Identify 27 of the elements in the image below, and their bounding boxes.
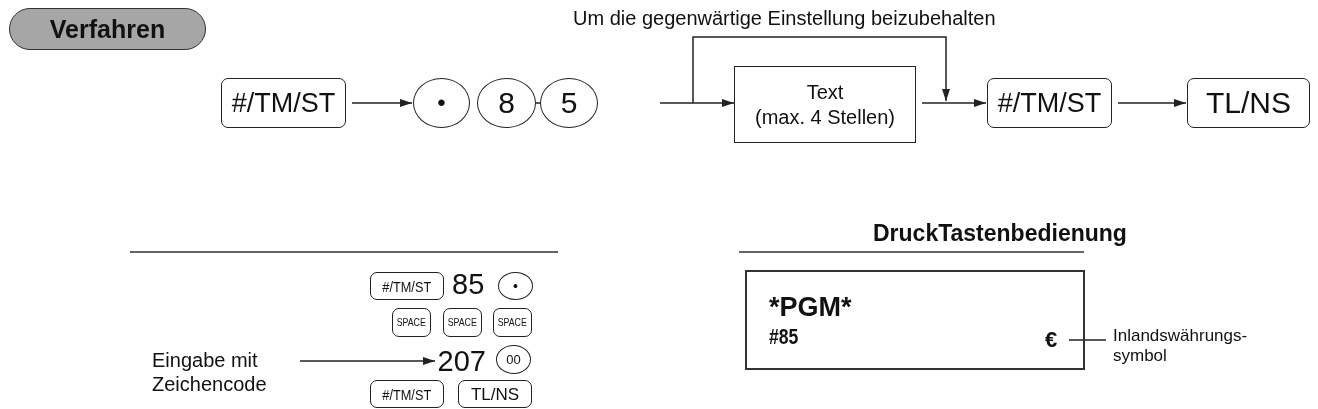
round-key-symbol: • [413,78,470,128]
key-symbol: SPACE [493,308,532,337]
round-key-symbol: 5 [540,78,598,128]
annotation-text: Eingabe mit Zeichencode [152,348,268,396]
process-box [734,66,916,143]
procedure-heading: Verfahren [9,8,206,50]
box-text: Text [806,79,844,105]
key-symbol: SPACE [392,308,431,337]
key-symbol: #/TM/ST [370,272,444,300]
box-text: (max. 4 Stellen) [754,104,896,130]
round-key-symbol: 00 [496,345,531,374]
key-symbol: #/TM/ST [987,78,1112,128]
receipt-line: #85 [769,326,799,348]
key-symbol: #/TM/ST [370,380,444,408]
currency-symbol: € [1045,329,1058,351]
round-key-symbol: • [498,272,533,300]
section-heading: DruckTastenbedienung [873,222,1127,245]
receipt-printout [745,270,1085,370]
key-symbol: #/TM/ST [221,78,346,128]
key-symbol: TL/NS [458,380,532,408]
round-key-symbol: 8 [477,78,536,128]
entry-number: 85 [452,270,485,299]
code-number: 207 [437,346,486,376]
key-symbol: TL/NS [1187,78,1310,128]
receipt-header: *PGM* [769,294,852,321]
key-symbol: SPACE [443,308,482,337]
callout-text: Inlandswährungs- symbol [1113,325,1249,367]
